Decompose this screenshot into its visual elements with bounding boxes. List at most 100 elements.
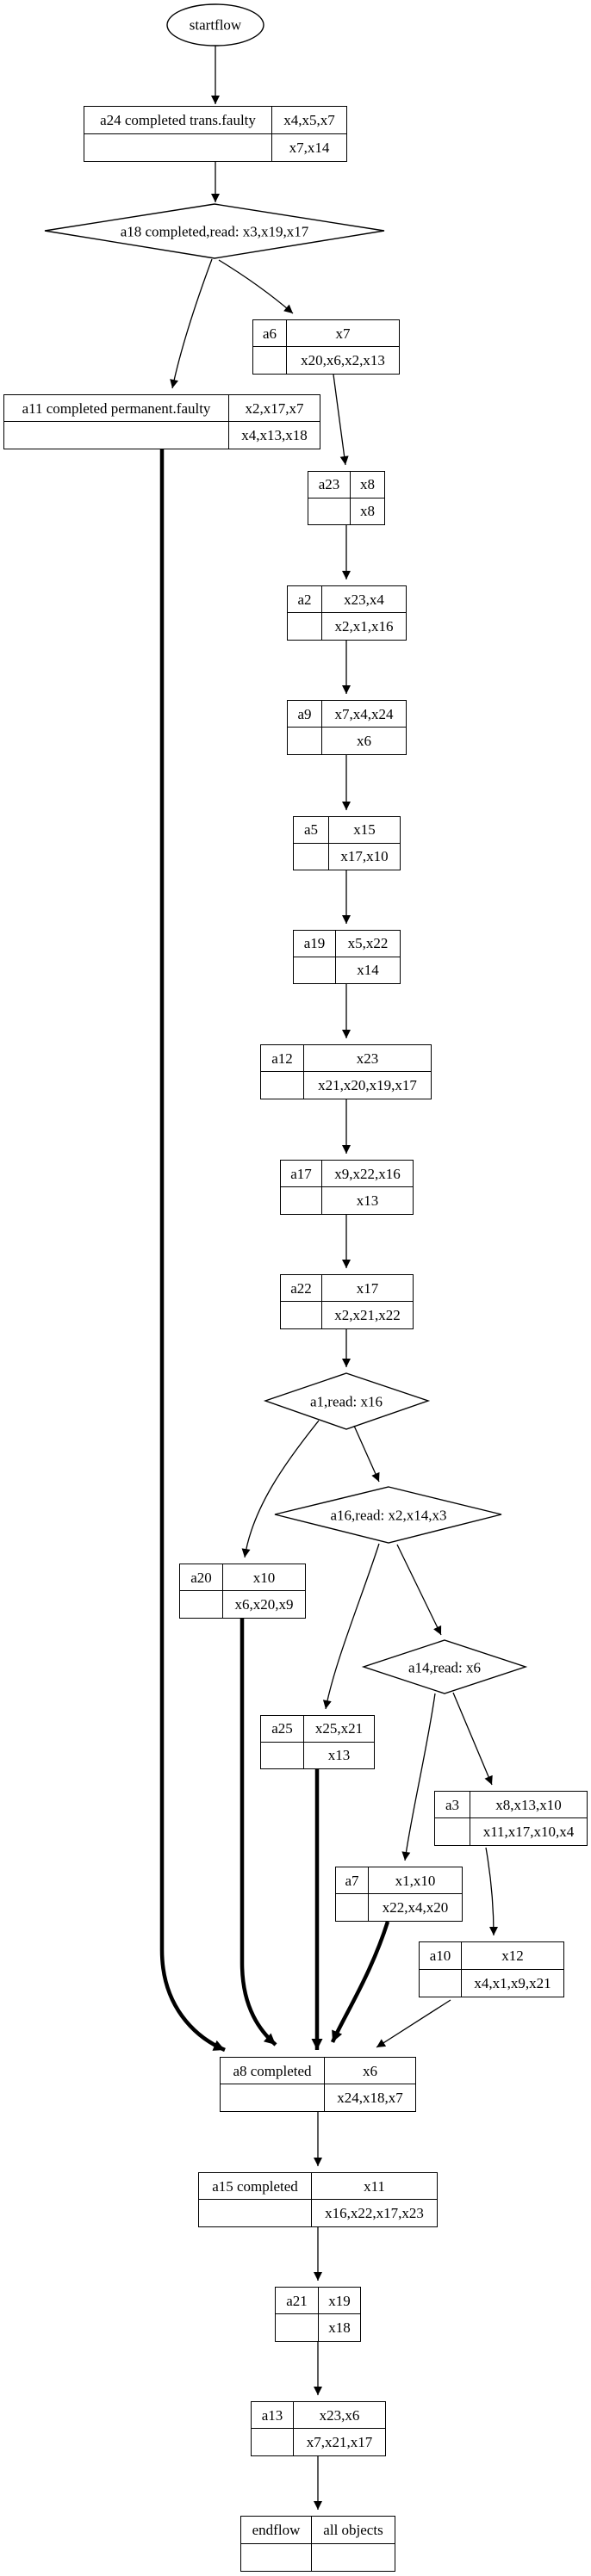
node-a5-top-right: x15: [329, 817, 400, 844]
edge-a14-a3: [452, 1692, 493, 1786]
node-a22-bottom-right: x2,x21,x22: [334, 1307, 401, 1323]
node-a12-bottom-right: x21,x20,x19,x17: [318, 1077, 417, 1093]
node-a11-bottom-left: [4, 422, 229, 449]
decision-a1-label: a1,read: x16: [309, 1393, 383, 1410]
node-a2-bottom-left: [288, 613, 322, 640]
node-a22-top-right: x17: [322, 1275, 413, 1302]
node-a12-bottom-left: [261, 1072, 304, 1099]
start-node-label: startflow: [189, 16, 242, 34]
node-a3: a3 x8,x13,x10 x11,x17,x10,x4: [434, 1791, 588, 1846]
node-a17-bottom-left: [281, 1187, 322, 1214]
node-a13-bottom-left: [252, 2429, 294, 2455]
node-a21-top-right: x19: [319, 2288, 360, 2314]
node-a7: a7 x1,x10 x22,x4,x20: [335, 1867, 463, 1922]
node-a19: a19 x5,x22 x14: [293, 930, 401, 984]
node-a7-bottom-right: x22,x4,x20: [382, 1899, 449, 1916]
node-a24-bottom-right: x7,x14: [289, 139, 330, 156]
edge-a14-a7: [401, 1693, 436, 1861]
node-a20-bottom-right: x6,x20,x9: [234, 1596, 294, 1613]
node-a17-bottom-right: x13: [356, 1192, 379, 1209]
node-a7-label: a7: [336, 1867, 369, 1894]
node-a9-label: a9: [288, 701, 322, 728]
node-a24: a24 completed trans.faulty x4,x5,x7 x7,x…: [84, 106, 347, 162]
node-endflow-top-right: all objects: [312, 2517, 395, 2544]
node-a24-top-right: x4,x5,x7: [272, 107, 346, 134]
node-a25-label: a25: [261, 1716, 304, 1743]
node-a21-bottom-left: [276, 2314, 319, 2341]
node-a5-bottom-right: x17,x10: [340, 848, 389, 865]
node-a21: a21 x19 x18: [275, 2287, 361, 2342]
node-a8-top-right: x6: [325, 2058, 415, 2084]
node-a9: a9 x7,x4,x24 x6: [287, 700, 407, 755]
node-a5-label: a5: [294, 817, 329, 844]
edge-a7-a8-bold: [330, 1921, 390, 2043]
node-a10-label: a10: [420, 1942, 462, 1970]
node-a13-top-right: x23,x6: [294, 2402, 385, 2429]
node-a21-label: a21: [276, 2288, 319, 2314]
node-a10-bottom-left: [420, 1969, 462, 1997]
edge-a18-a6: [218, 259, 294, 314]
node-a25: a25 x25,x21 x13: [260, 1715, 375, 1769]
decision-a16-shape: [274, 1486, 502, 1544]
node-a6: a6 x7 x20,x6,x2,x13: [252, 319, 400, 375]
node-a22-label: a22: [281, 1275, 322, 1302]
edge-a10-a8: [376, 1999, 451, 2048]
node-a5-bottom-left: [294, 843, 329, 870]
decision-a14-shape: [361, 1639, 528, 1694]
node-a10: a10 x12 x4,x1,x9,x21: [419, 1941, 564, 1997]
node-endflow-label: endflow: [241, 2517, 312, 2544]
edge-a18-a11: [170, 258, 213, 389]
node-a19-label: a19: [294, 931, 336, 957]
node-a2-top-right: x23,x4: [322, 586, 406, 613]
node-a3-bottom-left: [435, 1818, 470, 1845]
decision-a16-label: a16,read: x2,x14,x3: [330, 1507, 447, 1524]
node-a23-label: a23: [308, 472, 351, 498]
decision-a18-label: a18 completed,read: x3,x19,x17: [120, 223, 309, 240]
edge-a6-a23: [333, 374, 349, 466]
node-a20-top-right: x10: [223, 1564, 305, 1591]
edge-a16-a14: [396, 1544, 442, 1636]
node-a20-bottom-left: [180, 1591, 223, 1618]
node-a25-bottom-right: x13: [327, 1747, 351, 1764]
node-a24-label: a24 completed trans.faulty: [84, 107, 272, 134]
node-a7-bottom-left: [336, 1894, 369, 1921]
node-a2: a2 x23,x4 x2,x1,x16: [287, 585, 407, 641]
node-a25-bottom-left: [261, 1742, 304, 1768]
node-a24-bottom-left: [84, 133, 272, 161]
node-endflow: endflow all objects: [240, 2516, 395, 2572]
node-a10-bottom-right: x4,x1,x9,x21: [474, 1974, 551, 1991]
node-a11-bottom-right: x4,x13,x18: [241, 427, 308, 443]
node-a6-bottom-left: [253, 347, 287, 374]
node-a19-bottom-right: x14: [357, 962, 379, 979]
node-a13-label: a13: [252, 2402, 294, 2429]
node-a6-top-right: x7: [287, 320, 399, 347]
node-a19-top-right: x5,x22: [336, 931, 400, 957]
node-endflow-bottom-right: [312, 2544, 395, 2572]
node-a23-bottom-left: [308, 498, 351, 524]
node-a20: a20 x10 x6,x20,x9: [179, 1564, 306, 1619]
node-a9-bottom-left: [288, 728, 322, 754]
decision-a14-label: a14,read: x6: [407, 1659, 482, 1676]
node-a9-bottom-right: x6: [357, 733, 371, 749]
node-a6-bottom-right: x20,x6,x2,x13: [301, 352, 385, 368]
node-a2-bottom-right: x2,x1,x16: [334, 618, 394, 635]
node-a8-bottom-left: [221, 2084, 325, 2111]
node-a17: a17 x9,x22,x16 x13: [280, 1160, 414, 1215]
node-a15-top-right: x11: [312, 2173, 437, 2200]
node-a17-label: a17: [281, 1161, 322, 1187]
node-a23-top-right: x8: [351, 472, 384, 498]
node-a12-label: a12: [261, 1045, 304, 1072]
edge-a16-a25: [322, 1543, 380, 1710]
decision-a1-shape: [263, 1372, 431, 1430]
node-a13-bottom-right: x7,x21,x17: [306, 2434, 373, 2450]
node-a8: a8 completed x6 x24,x18,x7: [220, 2057, 416, 2112]
node-a22: a22 x17 x2,x21,x22: [280, 1274, 414, 1329]
node-a7-top-right: x1,x10: [369, 1867, 462, 1894]
node-a11-top-right: x2,x17,x7: [229, 395, 320, 422]
decision-a18-shape: [44, 203, 385, 259]
node-a8-label: a8 completed: [221, 2058, 325, 2084]
node-a2-label: a2: [288, 586, 322, 613]
node-a15-bottom-right: x16,x22,x17,x23: [325, 2205, 424, 2221]
node-a3-label: a3: [435, 1792, 470, 1818]
